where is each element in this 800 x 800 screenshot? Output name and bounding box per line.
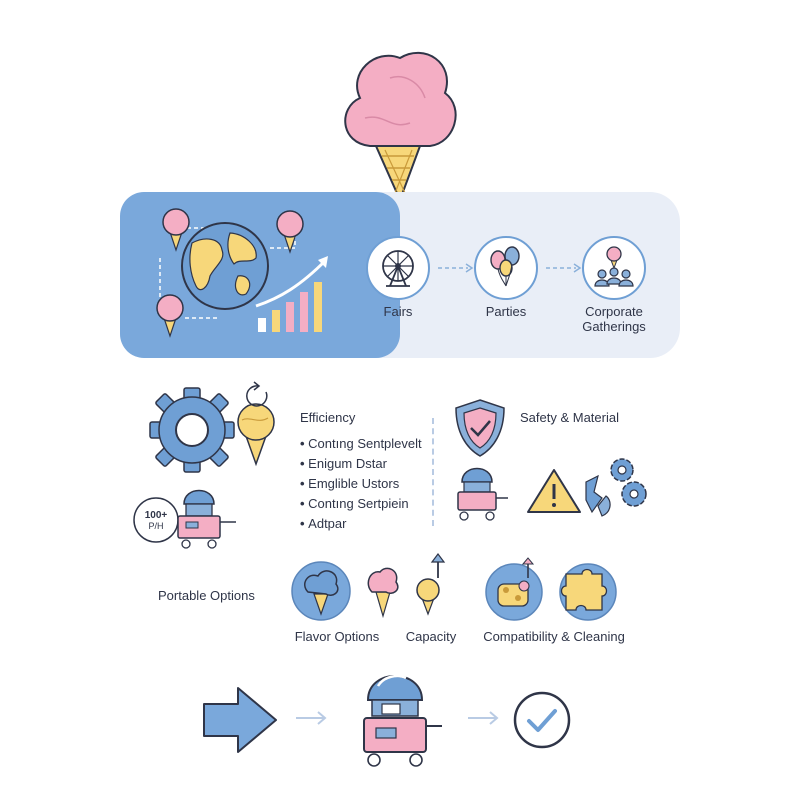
stop-label: Corporate Gatherings [582, 304, 646, 334]
badge-value: 100+ [144, 510, 168, 521]
gear-icon [149, 387, 235, 473]
machine-icon [363, 674, 442, 767]
efficiency-list: Contıng Sentplevelt Enigum Dstar Emglibl… [300, 434, 422, 534]
stop-circle-corporate [582, 236, 646, 300]
stop-circle-parties [474, 236, 538, 300]
option-label: Compatibility & Cleaning [483, 629, 625, 644]
cotton-candy-icon [237, 403, 275, 467]
people-group-icon [594, 246, 634, 287]
ferris-wheel-icon [382, 250, 414, 287]
gears-icon [585, 458, 647, 517]
cotton-candy-cone-icon [344, 52, 457, 203]
cotton-candy-icon [276, 210, 304, 254]
gear-cone-illustration [149, 381, 275, 473]
list-item: Emglible Ustors [300, 474, 422, 494]
refresh-icon [246, 381, 268, 407]
option-label: Flavor Options [294, 629, 380, 644]
machine-icon [457, 467, 508, 521]
shield-check-icon [455, 399, 505, 457]
divider [432, 418, 434, 526]
cotton-candy-icon [156, 294, 184, 338]
small-arrow-icon [468, 711, 499, 725]
list-item: Adtpar [300, 514, 422, 534]
portable-machine-illustration [133, 489, 236, 549]
globe-network-illustration [156, 208, 328, 338]
stop-label: Parties [485, 304, 527, 319]
warning-icon [527, 469, 581, 513]
arrow-icon [203, 687, 277, 753]
option-label: Capacity [405, 629, 457, 644]
machine-icon [177, 489, 236, 549]
dashed-arrow [436, 258, 476, 278]
stop-label: Fairs [383, 304, 413, 319]
list-item: Contıng Sentplevelt [300, 434, 421, 454]
efficiency-title: Efficiency [300, 410, 356, 425]
list-item: Contıng Sertpiein [300, 494, 422, 514]
list-item: Enigum Dstar [300, 454, 422, 474]
cotton-candy-icon [162, 208, 190, 252]
globe-icon [181, 222, 269, 310]
balloons-icon [490, 246, 520, 287]
stop-circle-fairs [366, 236, 430, 300]
puzzle-cleaning-icon [485, 557, 617, 621]
check-circle-icon [513, 691, 571, 749]
dashed-arrow [544, 258, 584, 278]
portable-options-label: Portable Options [158, 588, 255, 603]
safety-title: Safety & Material [520, 410, 619, 425]
small-arrow-icon [296, 711, 327, 725]
pink-cotton-candy-icon [367, 567, 399, 619]
blue-cotton-candy-icon [291, 561, 351, 621]
growth-chart-icon [255, 256, 328, 332]
capacity-up-icon [416, 553, 446, 616]
badge-unit: P/H [148, 521, 164, 531]
